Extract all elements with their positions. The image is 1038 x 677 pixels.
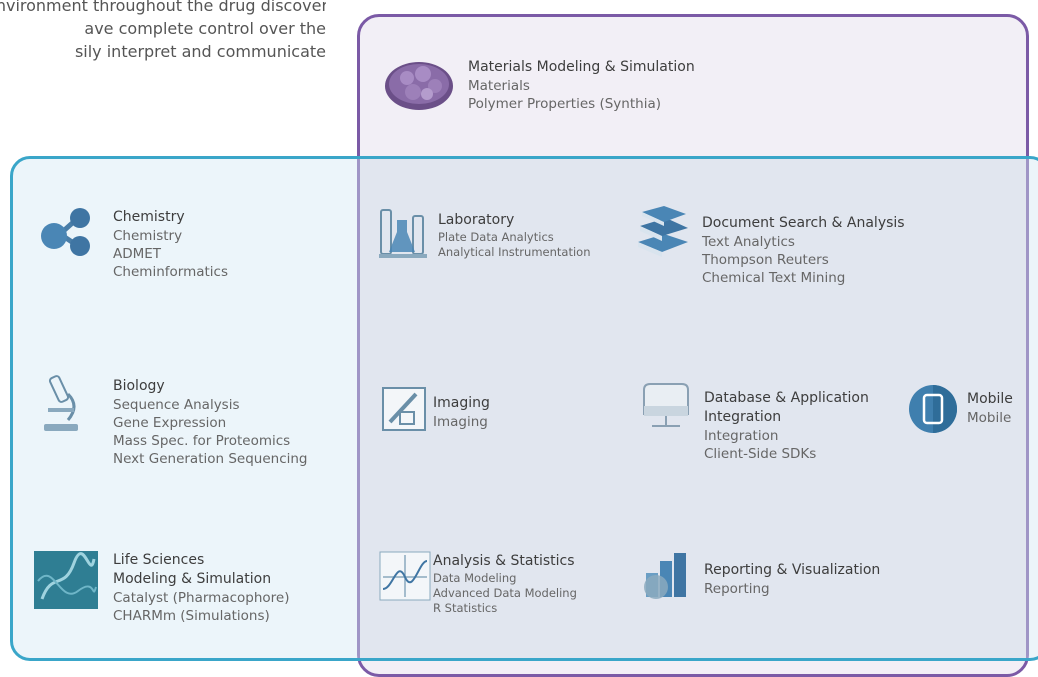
- document-item: Chemical Text Mining: [702, 270, 846, 286]
- biology-item: Sequence Analysis: [113, 397, 240, 413]
- materials-title: Materials Modeling & Simulation: [468, 59, 695, 75]
- analysis-item: Advanced Data Modeling: [433, 586, 577, 600]
- molecule-icon: [41, 208, 90, 256]
- reporting-item: Reporting: [704, 581, 770, 597]
- chemistry-item: ADMET: [113, 246, 162, 262]
- life-sciences-item: CHARMm (Simulations): [113, 608, 270, 624]
- analysis-item: Data Modeling: [433, 571, 517, 585]
- analysis-item: R Statistics: [433, 601, 498, 615]
- image-edit-icon: [382, 387, 426, 431]
- intro-line: environment throughout the drug discover…: [0, 0, 326, 15]
- protein-structure-icon: [34, 551, 98, 609]
- materials-item: Materials: [468, 78, 530, 94]
- biology-item: Next Generation Sequencing: [113, 451, 308, 467]
- biology-item: Mass Spec. for Proteomics: [113, 433, 291, 449]
- intro-line: ave complete control over the: [84, 19, 326, 38]
- chemistry-item: Cheminformatics: [113, 264, 228, 280]
- document-item: Thompson Reuters: [702, 252, 829, 268]
- database-item: Integration: [704, 428, 779, 444]
- laboratory-item: Analytical Instrumentation: [438, 245, 591, 259]
- database-item: Client-Side SDKs: [704, 446, 817, 462]
- life-sciences-item: Catalyst (Pharmacophore): [113, 590, 290, 606]
- intro-line: sily interpret and communicate: [74, 42, 326, 61]
- mobile-device-icon: [909, 385, 957, 433]
- life-sciences-title: Life Sciences: [113, 552, 205, 568]
- biology-title: Biology: [113, 378, 165, 394]
- analysis-title: Analysis & Statistics: [433, 553, 575, 569]
- database-title: Integration: [704, 409, 782, 425]
- report-chart-icon: [644, 553, 686, 599]
- graph-icon: [379, 551, 431, 601]
- intro-text: environment throughout the drug discover…: [0, 0, 326, 63]
- laboratory-item: Plate Data Analytics: [438, 230, 554, 244]
- document-title: Document Search & Analysis: [702, 215, 905, 231]
- database-title: Database & Application: [704, 390, 869, 406]
- materials-item: Polymer Properties (Synthia): [468, 96, 661, 112]
- chemistry-item: Chemistry: [113, 228, 183, 244]
- laboratory-title: Laboratory: [438, 212, 515, 228]
- lab-flask-icon: [379, 209, 427, 258]
- mobile-title: Mobile: [967, 391, 1013, 407]
- books-icon: [638, 206, 688, 257]
- mobile-item: Mobile: [967, 410, 1012, 426]
- biology-item: Gene Expression: [113, 415, 227, 431]
- server-icon: [643, 383, 689, 427]
- microscope-icon: [44, 375, 78, 431]
- document-item: Text Analytics: [702, 234, 795, 250]
- chemistry-title: Chemistry: [113, 209, 185, 225]
- life-sciences-title: Modeling & Simulation: [113, 571, 272, 587]
- imaging-title: Imaging: [433, 395, 490, 411]
- imaging-item: Imaging: [433, 414, 488, 430]
- reporting-title: Reporting & Visualization: [704, 562, 881, 578]
- polymer-icon: [385, 62, 453, 110]
